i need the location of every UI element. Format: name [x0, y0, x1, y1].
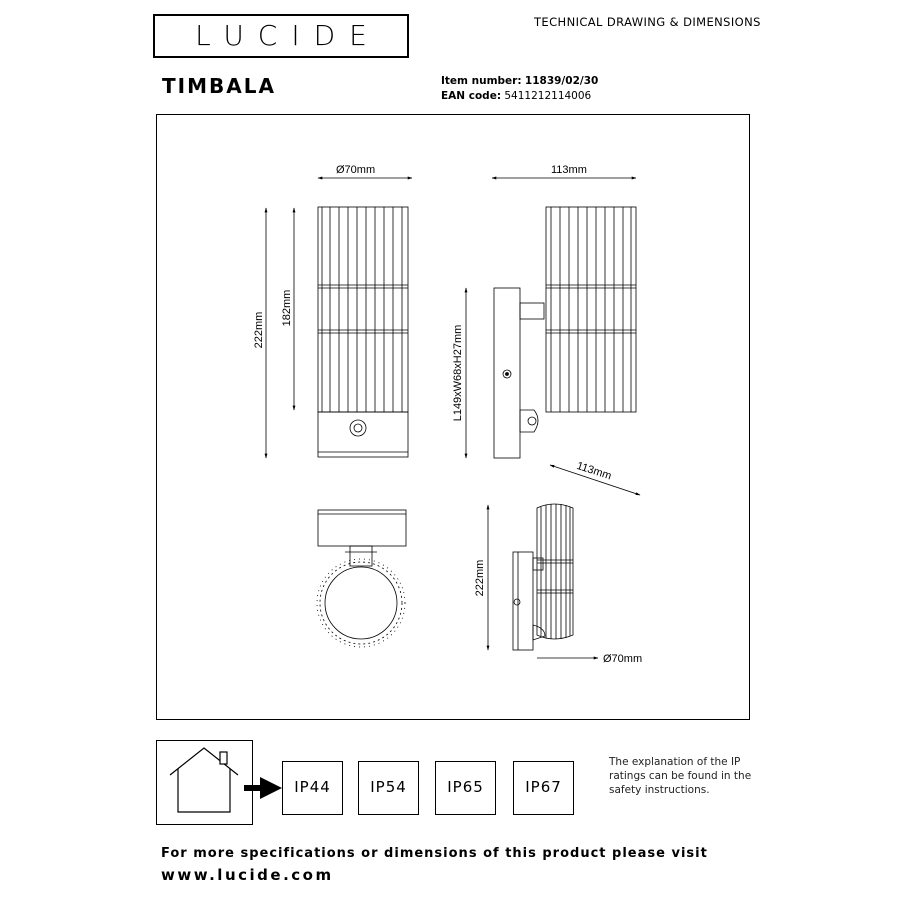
iso-height-label: 222mm	[474, 560, 486, 597]
ean-label: EAN code:	[441, 90, 502, 102]
iso-diameter-label: Ø70mm	[603, 653, 642, 665]
ip-rating-badge: IP44	[282, 761, 343, 815]
iso-dimensions	[486, 504, 599, 660]
front-dimensions	[264, 176, 413, 459]
indoor-outdoor-box	[156, 740, 253, 825]
top-view	[316, 509, 407, 648]
front-width-label: Ø70mm	[336, 164, 375, 176]
website-link[interactable]: www.lucide.com	[161, 866, 334, 884]
footer-text: For more specifications or dimensions of…	[161, 846, 708, 861]
side-view	[493, 206, 637, 459]
ip-rating-badge: IP67	[513, 761, 574, 815]
ean-code: EAN code: 5411212114006	[441, 90, 591, 102]
arrow-icon	[244, 777, 282, 799]
front-total-height-label: 222mm	[253, 312, 265, 349]
iso-depth-label: 113mm	[575, 460, 613, 482]
item-number: Item number: 11839/02/30	[441, 75, 598, 87]
ip-ratings-note: The explanation of the IP ratings can be…	[609, 756, 752, 796]
side-width-label: 113mm	[551, 164, 587, 176]
drawing-frame	[156, 114, 750, 720]
ean-value: 5411212114006	[504, 90, 592, 102]
ip-rating-badge: IP54	[358, 761, 419, 815]
brand-logo: LUCIDE	[195, 19, 381, 52]
home-icon	[169, 747, 239, 813]
front-view	[317, 206, 409, 458]
product-name: TIMBALA	[162, 74, 276, 98]
side-dimensions	[464, 176, 641, 496]
side-base-dims-label: L149xW68xH27mm	[452, 325, 464, 422]
document-title: TECHNICAL DRAWING & DIMENSIONS	[534, 15, 761, 29]
item-number-label: Item number:	[441, 75, 522, 87]
front-shade-height-label: 182mm	[281, 290, 293, 327]
logo-frame	[153, 14, 409, 58]
iso-view	[512, 503, 574, 651]
item-number-value: 11839/02/30	[524, 75, 599, 87]
ip-rating-badge: IP65	[435, 761, 496, 815]
